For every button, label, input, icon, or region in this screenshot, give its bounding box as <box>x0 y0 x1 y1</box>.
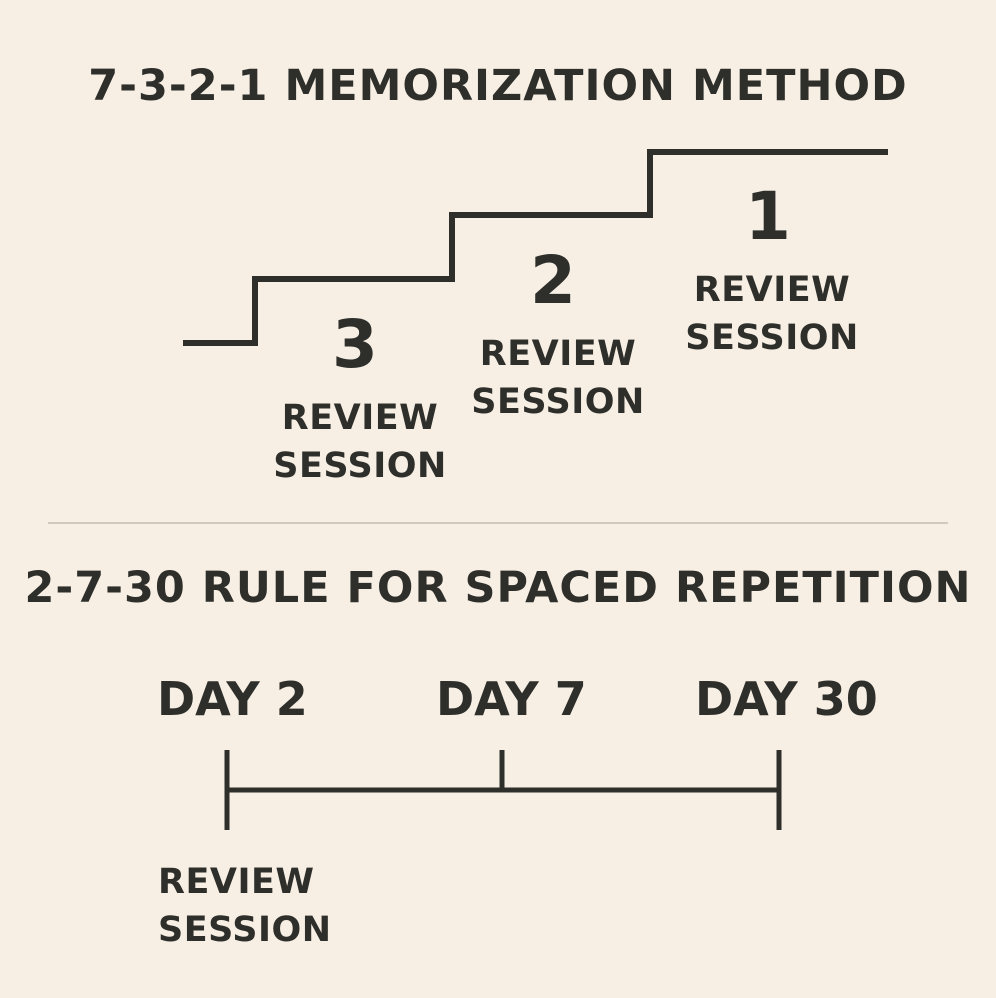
timeline-review-session-label: REVIEW SESSION <box>158 858 332 954</box>
staircase-line <box>183 149 888 346</box>
step-label-3: REVIEW SESSION <box>240 394 480 490</box>
day-30-label: DAY 30 <box>695 672 878 726</box>
spaced-repetition-title: 2-7-30 RULE FOR SPACED REPETITION <box>24 563 972 613</box>
timeline-label-line2: SESSION <box>158 910 332 950</box>
step-label-2-line1: REVIEW <box>479 334 637 374</box>
step-label-2: REVIEW SESSION <box>438 330 678 426</box>
section-divider <box>48 522 948 524</box>
step-number-3: 3 <box>332 306 378 383</box>
timeline-label-line1: REVIEW <box>158 862 315 902</box>
day-2-label: DAY 2 <box>157 672 308 726</box>
step-label-1-line1: REVIEW <box>693 270 851 310</box>
day-7-label: DAY 7 <box>436 672 587 726</box>
step-label-1-line2: SESSION <box>685 318 859 358</box>
step-label-3-line2: SESSION <box>273 446 447 486</box>
step-label-3-line1: REVIEW <box>281 398 439 438</box>
step-label-1: REVIEW SESSION <box>652 266 892 362</box>
step-label-2-line2: SESSION <box>471 382 645 422</box>
staircase-title: 7-3-2-1 MEMORIZATION METHOD <box>88 61 908 111</box>
step-number-1: 1 <box>745 178 791 255</box>
step-number-2: 2 <box>530 242 576 319</box>
